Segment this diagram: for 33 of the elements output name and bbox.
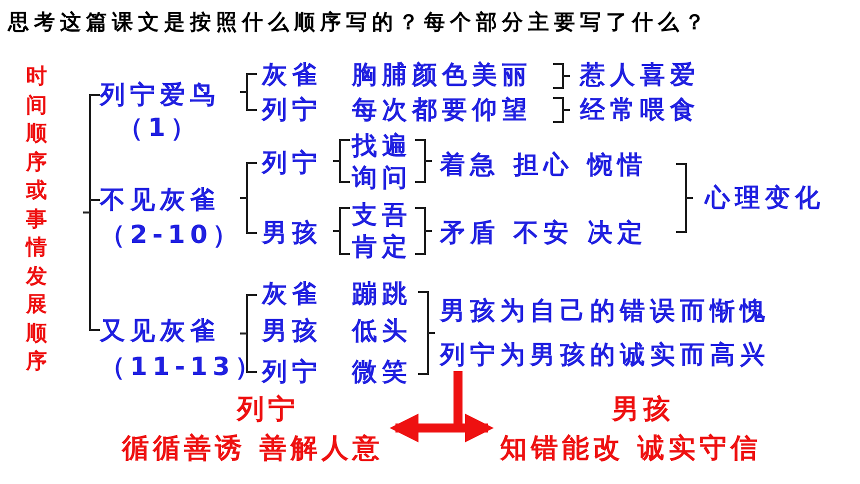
text-label: 灰雀 — [262, 279, 322, 308]
trait-label: 知错能改 诚实守信 — [500, 434, 762, 463]
text-label: 矛盾 不安 决定 — [440, 218, 648, 247]
text-label: 经常喂食 — [580, 95, 700, 124]
text-label: 每次都要仰望 — [352, 95, 532, 124]
text-label: 胸脯颜色美丽 — [352, 60, 532, 89]
text-label: 蹦跳 — [352, 279, 412, 308]
text-label: 微笑 — [352, 357, 412, 386]
text-label: 灰雀 — [262, 60, 322, 89]
text-label: 男孩 — [262, 316, 322, 345]
trait-label: 循循善诱 善解人意 — [122, 434, 384, 463]
text-label: 心理变化 — [705, 183, 825, 212]
text-label: 男孩 — [262, 218, 322, 247]
text-label: 列宁 — [262, 95, 322, 124]
text-label: 低头 — [352, 316, 412, 345]
heading: 思考这篇课文是按照什么顺序写的？每个部分主要写了什么？ — [8, 9, 710, 36]
text-label: 男孩为自己的错误而惭愧 — [440, 296, 770, 325]
text-label: 着急 担心 惋惜 — [440, 150, 648, 179]
text-label: （2-10） — [100, 220, 243, 249]
text-label: 列宁 — [262, 148, 322, 177]
text-label: 支吾 — [352, 200, 412, 229]
text-label: 又见灰雀 — [100, 316, 220, 345]
text-label: 找遍 — [352, 131, 412, 160]
text-label: 惹人喜爱 — [580, 60, 700, 89]
text-label: （1） — [118, 113, 200, 142]
text-label: 列宁爱鸟 — [100, 80, 220, 109]
text-label: 肯定 — [352, 232, 412, 261]
text-label: 询问 — [352, 163, 412, 192]
text-label: 不见灰雀 — [100, 185, 220, 214]
name-label: 男孩 — [612, 395, 674, 424]
text-label: 列宁为男孩的诚实而高兴 — [440, 340, 770, 369]
name-label: 列宁 — [237, 395, 299, 424]
vertical-label: 时间顺序或事情发展顺序 — [26, 63, 48, 375]
